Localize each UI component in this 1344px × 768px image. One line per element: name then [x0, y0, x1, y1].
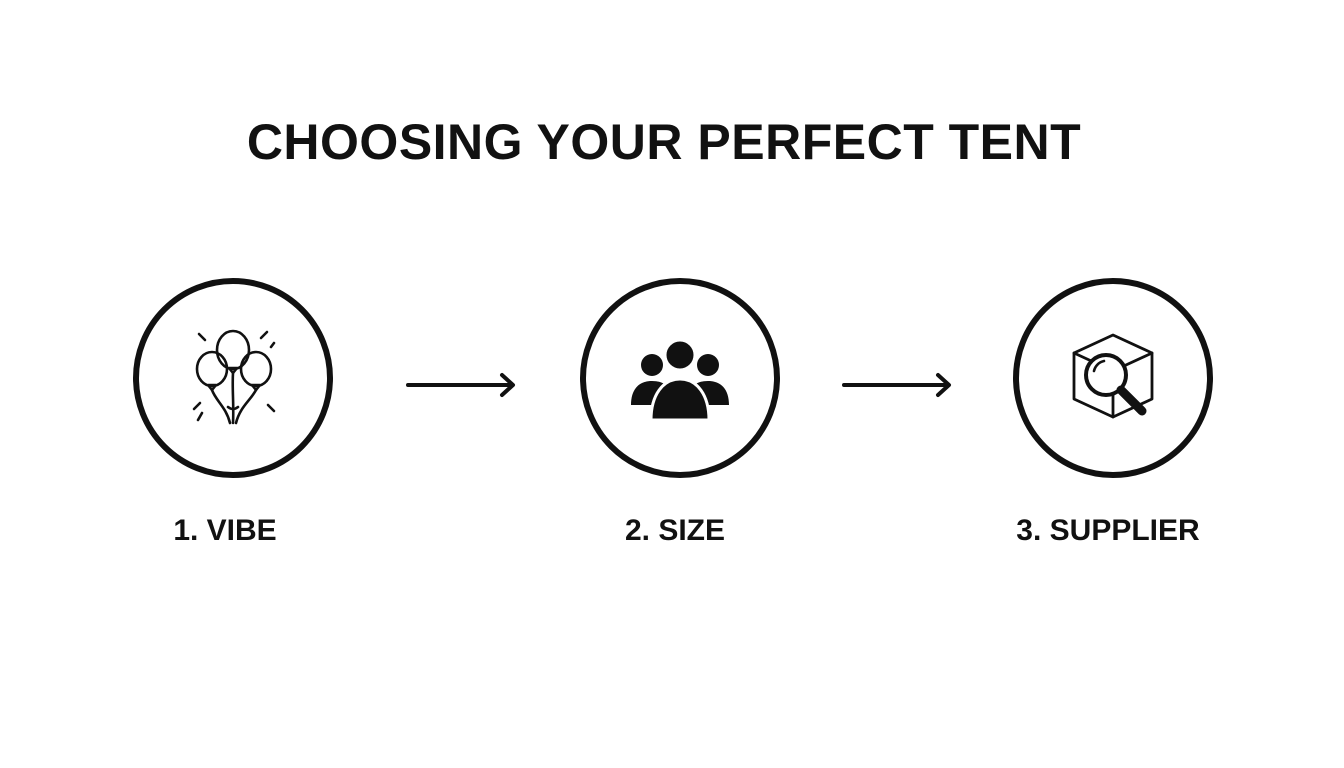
- arrow-right-icon: [406, 373, 515, 397]
- people-group-icon: [631, 338, 729, 422]
- box-magnifier-icon: [1072, 333, 1154, 419]
- step-2-circle: [580, 278, 780, 478]
- balloons-icon: [192, 329, 276, 425]
- step-3-label: 3. SUPPLIER: [1016, 514, 1200, 547]
- step-3-circle: [1013, 278, 1213, 478]
- step-1-circle: [133, 278, 333, 478]
- arrow-right-icon: [842, 373, 951, 397]
- page-title: CHOOSING YOUR PERFECT TENT: [246, 114, 1082, 170]
- step-2-label: 2. SIZE: [624, 514, 726, 547]
- step-1-label: 1. VIBE: [173, 514, 277, 547]
